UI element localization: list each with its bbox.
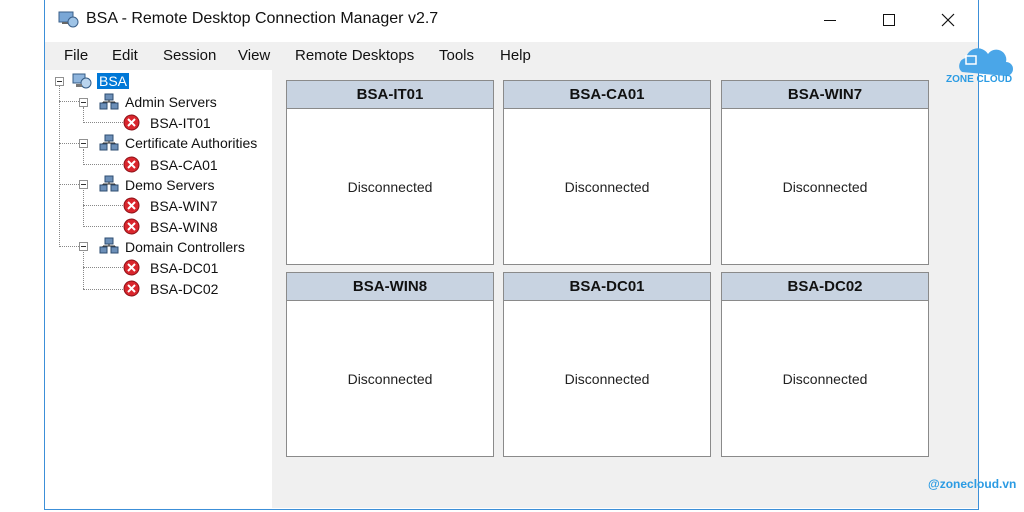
menu-remote-desktops[interactable]: Remote Desktops: [295, 47, 415, 64]
collapse-toggle[interactable]: [79, 180, 88, 189]
tree-line: [83, 122, 123, 123]
collapse-toggle[interactable]: [79, 242, 88, 251]
collapse-toggle[interactable]: [55, 77, 64, 86]
title-bar[interactable]: BSA - Remote Desktop Connection Manager …: [45, 0, 978, 40]
watermark-brand: ZONE CLOUD: [946, 74, 1013, 85]
tree-line: [83, 164, 123, 165]
disconnected-icon: [123, 280, 140, 297]
disconnected-icon: [123, 218, 140, 235]
collapse-toggle[interactable]: [79, 98, 88, 107]
thumbnail-title: BSA-WIN8: [287, 273, 493, 301]
rdcman-app-icon: [58, 11, 79, 28]
tree-line: [83, 205, 123, 206]
tree-line: [59, 101, 79, 102]
thumbnail-title: BSA-CA01: [504, 81, 710, 109]
tree-server-bsa-win7[interactable]: BSA-WIN7: [150, 198, 218, 214]
server-group-icon: [99, 93, 119, 110]
disconnected-icon: [123, 259, 140, 276]
menu-bar: File Edit Session View Remote Desktops T…: [45, 42, 978, 70]
tree-server-bsa-ca01[interactable]: BSA-CA01: [150, 157, 218, 173]
menu-edit[interactable]: Edit: [112, 47, 138, 64]
menu-file[interactable]: File: [64, 47, 89, 64]
tree-server-bsa-dc01[interactable]: BSA-DC01: [150, 260, 219, 276]
thumbnail-status: Disconnected: [564, 371, 650, 387]
tree-root[interactable]: BSA: [97, 72, 130, 90]
thumbnail-status: Disconnected: [782, 371, 868, 387]
maximize-icon: [883, 14, 895, 26]
cloud-logo-icon: [959, 48, 1013, 76]
tree-line: [59, 246, 79, 247]
maximize-button[interactable]: [860, 0, 918, 40]
server-thumbnail-bsa-dc02[interactable]: BSA-DC02 Disconnected: [721, 272, 929, 457]
tree-line: [83, 289, 123, 290]
tree-line: [83, 252, 84, 289]
tree-line: [83, 190, 84, 225]
menu-session[interactable]: Session: [163, 47, 217, 64]
tree-root-label: BSA: [97, 73, 130, 89]
disconnected-icon: [123, 197, 140, 214]
server-group-icon: [99, 175, 119, 192]
app-window: BSA - Remote Desktop Connection Manager …: [44, 0, 979, 510]
close-button[interactable]: [919, 0, 977, 40]
server-thumbnail-bsa-ca01[interactable]: BSA-CA01 Disconnected: [503, 80, 711, 265]
thumbnail-title: BSA-WIN7: [722, 81, 928, 109]
minimize-button[interactable]: [801, 0, 859, 40]
thumbnail-title: BSA-DC01: [504, 273, 710, 301]
minimize-icon: [824, 19, 836, 21]
menu-view[interactable]: View: [238, 47, 271, 64]
tree-line: [83, 226, 123, 227]
window-title: BSA - Remote Desktop Connection Manager …: [86, 10, 439, 27]
server-thumbnail-bsa-it01[interactable]: BSA-IT01 Disconnected: [286, 80, 494, 265]
tree-line: [59, 184, 79, 185]
tree-line: [83, 149, 84, 163]
thumbnail-title: BSA-IT01: [287, 81, 493, 109]
watermark-handle: @zonecloud.vn: [928, 477, 1017, 491]
thumbnail-status: Disconnected: [347, 179, 433, 195]
thumbnail-status: Disconnected: [782, 179, 868, 195]
server-thumbnail-bsa-win8[interactable]: BSA-WIN8 Disconnected: [286, 272, 494, 457]
server-thumbnail-bsa-dc01[interactable]: BSA-DC01 Disconnected: [503, 272, 711, 457]
tree-group-certificate-authorities[interactable]: Certificate Authorities: [125, 135, 258, 151]
tree-line: [83, 107, 84, 121]
collapse-toggle[interactable]: [79, 139, 88, 148]
tree-group-admin-servers[interactable]: Admin Servers: [125, 94, 217, 110]
tree-server-bsa-dc02[interactable]: BSA-DC02: [150, 281, 219, 297]
disconnected-icon: [123, 114, 140, 131]
menu-help[interactable]: Help: [500, 47, 531, 64]
tree-server-bsa-it01[interactable]: BSA-IT01: [150, 115, 211, 131]
thumbnail-area: BSA-IT01 Disconnected BSA-CA01 Disconnec…: [272, 70, 978, 508]
rdg-file-icon: [72, 73, 92, 89]
server-tree: BSA Admin Servers BSA-IT01 Certificate A…: [45, 70, 271, 508]
server-group-icon: [99, 134, 119, 151]
server-group-icon: [99, 237, 119, 254]
tree-server-bsa-win8[interactable]: BSA-WIN8: [150, 219, 218, 235]
menu-tools[interactable]: Tools: [439, 47, 475, 64]
thumbnail-status: Disconnected: [564, 179, 650, 195]
tree-line: [59, 85, 60, 247]
tree-group-domain-controllers[interactable]: Domain Controllers: [125, 239, 245, 255]
thumbnail-status: Disconnected: [347, 371, 433, 387]
disconnected-icon: [123, 156, 140, 173]
server-thumbnail-bsa-win7[interactable]: BSA-WIN7 Disconnected: [721, 80, 929, 265]
tree-group-demo-servers[interactable]: Demo Servers: [125, 177, 215, 193]
thumbnail-title: BSA-DC02: [722, 273, 928, 301]
tree-line: [59, 143, 79, 144]
tree-line: [83, 267, 123, 268]
close-icon: [941, 13, 955, 27]
